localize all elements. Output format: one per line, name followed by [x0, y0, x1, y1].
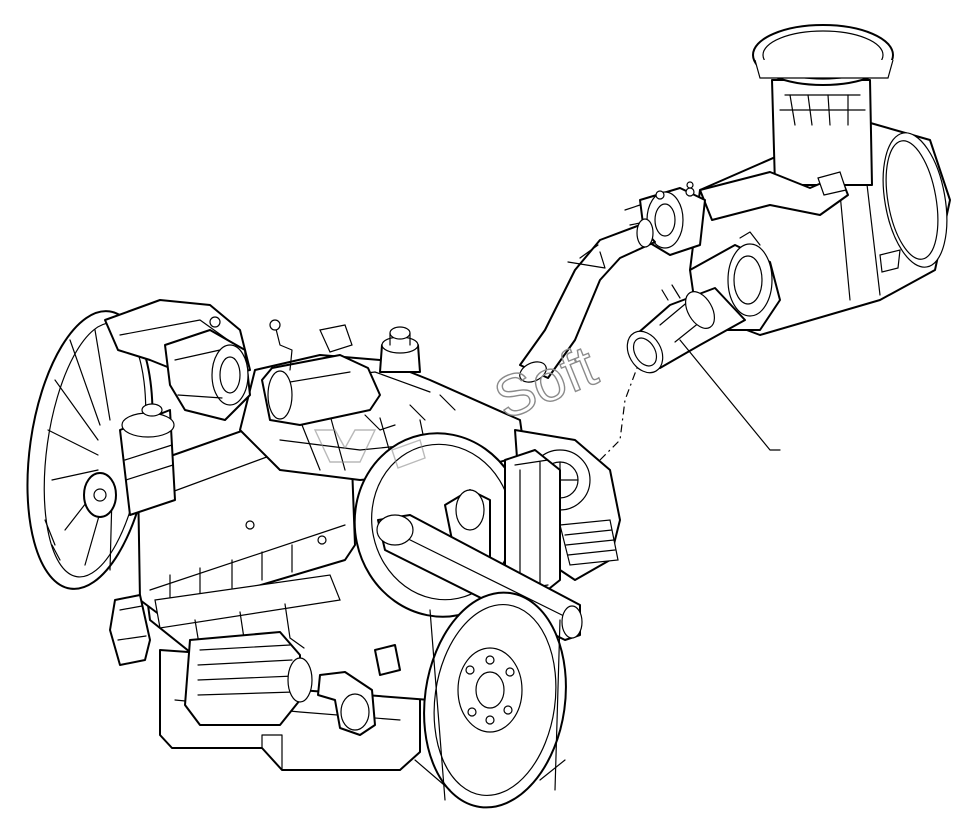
- air-prefilter-stack: [771, 79, 873, 186]
- intake-elbow: [164, 329, 251, 421]
- intake-hose: [626, 284, 746, 374]
- hose-clamp: [626, 330, 664, 374]
- watermark-logo: [313, 429, 426, 469]
- oil-filter-housing: [119, 403, 176, 516]
- watermark-text: Soft: [486, 333, 606, 432]
- intake-tube: [519, 224, 656, 379]
- leader-line: [679, 339, 781, 451]
- flywheel: [414, 591, 567, 809]
- air-filter: [624, 24, 951, 336]
- hose-clamp-2: [684, 291, 716, 329]
- connection-dashline: [599, 359, 641, 461]
- intake-pipe: [519, 218, 656, 383]
